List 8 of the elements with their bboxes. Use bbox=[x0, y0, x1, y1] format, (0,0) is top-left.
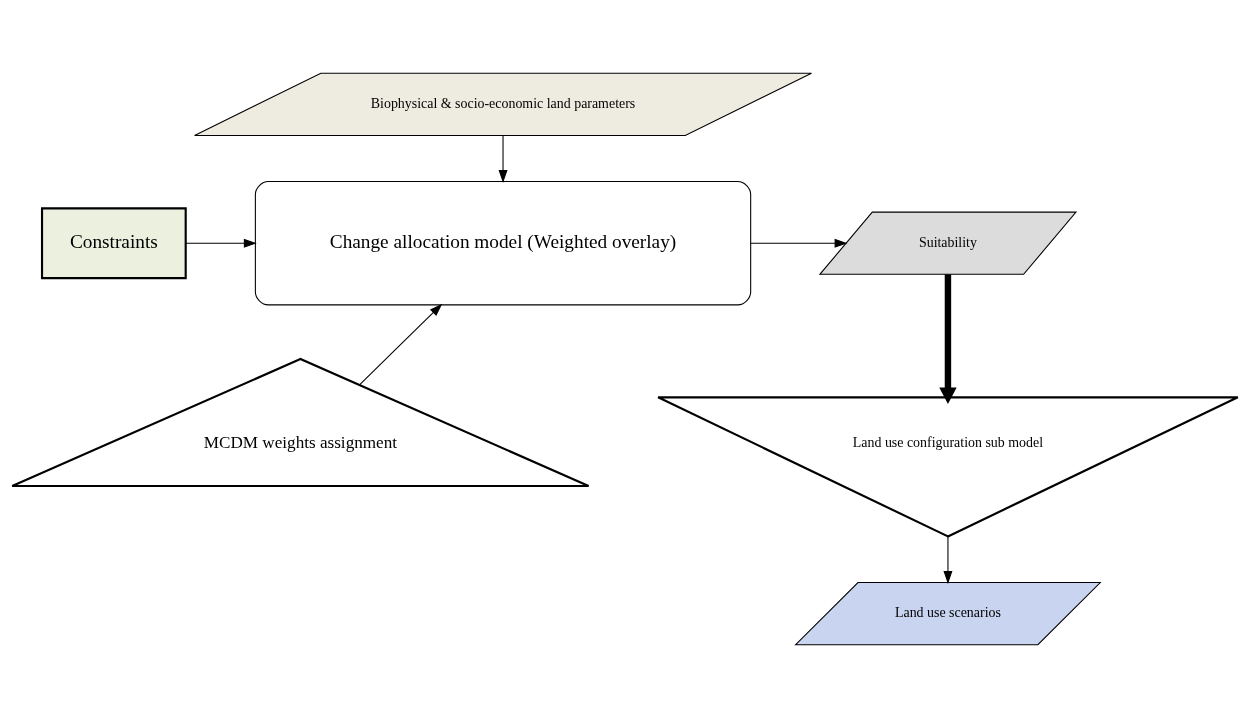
arrow bbox=[750, 238, 848, 248]
arrow bbox=[943, 535, 953, 584]
node-box: Constraints bbox=[40, 206, 187, 279]
node-box: Change allocation model (Weighted overlay) bbox=[254, 180, 752, 305]
arrow bbox=[939, 273, 957, 404]
arrow bbox=[358, 303, 443, 385]
arrow bbox=[185, 238, 257, 248]
arrow bbox=[498, 134, 508, 183]
